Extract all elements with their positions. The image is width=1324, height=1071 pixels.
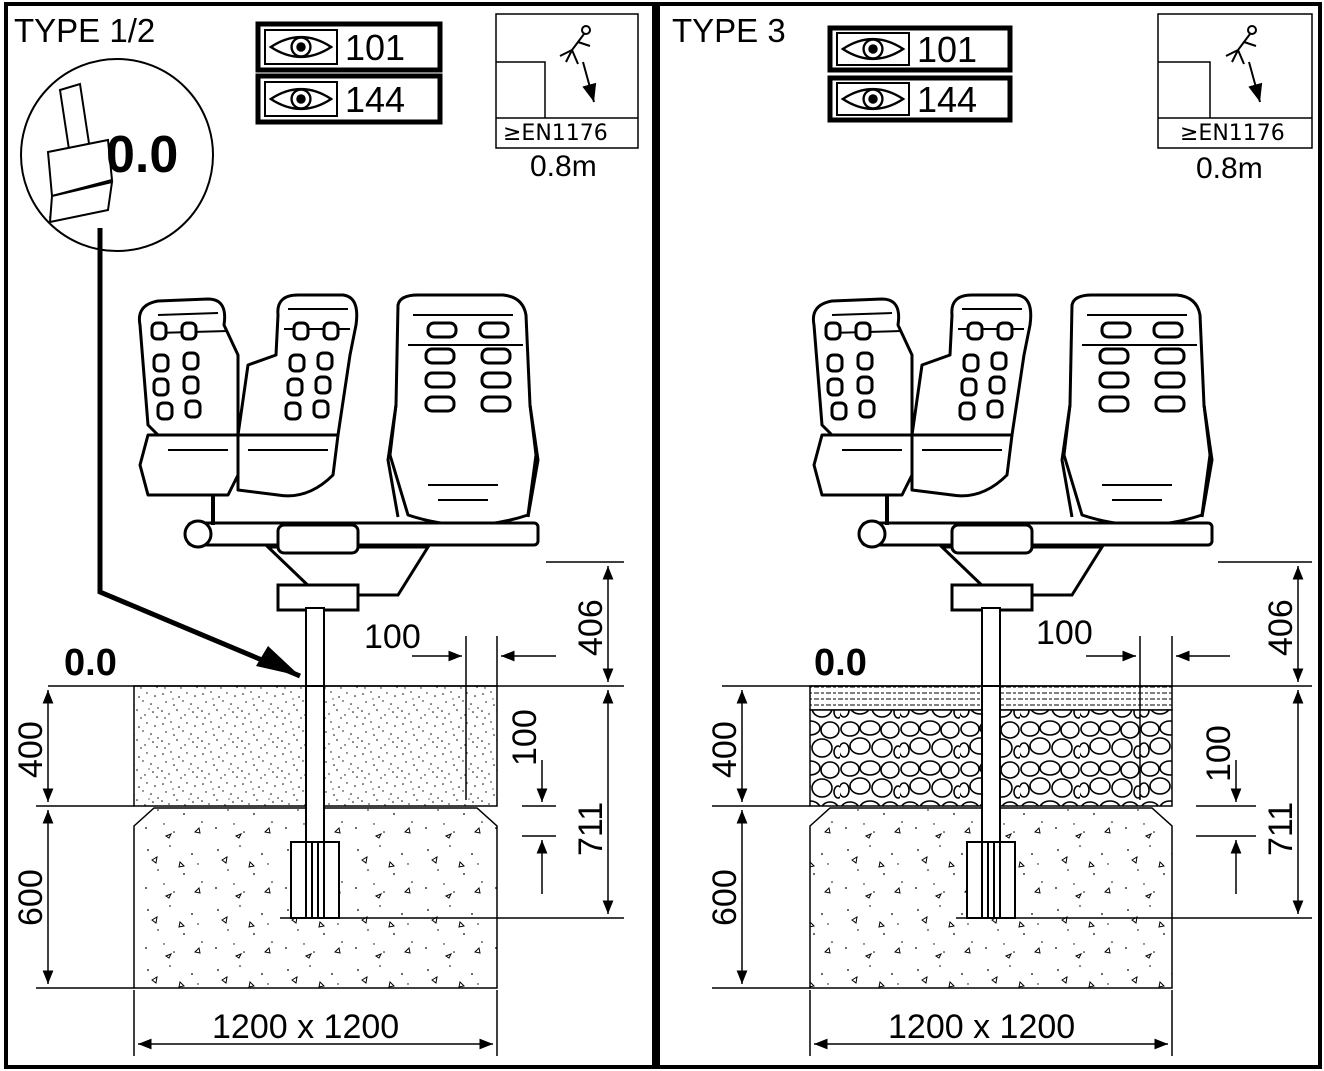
seat-unit [811,293,1214,612]
fall-standard: ≥EN1176 [503,121,608,146]
dim-footing-size: 1200 x 1200 [888,1008,1075,1046]
fall-height: 0.8m [1196,152,1263,185]
dim-surface-depth: 400 [706,721,744,778]
dim-post-depth-top: 100 [1200,725,1238,782]
panel-type-1-2: TYPE 1/2 101 144 ≥EN1176 0.8m [12,12,639,1056]
brush-badge: 0.0 [20,58,214,252]
view-code-box: 101 [827,25,1013,73]
view-code-box: 144 [827,75,1013,123]
dim-surface-depth: 400 [12,721,50,778]
type-label: TYPE 3 [672,12,786,49]
falling-person-icon [559,25,597,103]
level-label: 0.0 [64,642,117,684]
view-code-box: 144 [255,73,443,125]
seat-unit [137,293,540,612]
falling-person-icon [1225,25,1263,103]
fall-height: 0.8m [530,150,597,183]
view-code: 101 [917,29,977,70]
dim-offset: 100 [364,618,421,656]
dim-height-above: 406 [1262,599,1300,656]
dim-concrete-depth: 600 [12,869,50,926]
dim-post-depth-top: 100 [506,709,544,766]
view-code-box: 101 [255,21,443,73]
left-panel-frame [4,2,656,1069]
anchor [290,841,340,919]
right-panel-frame [656,2,1322,1069]
dim-concrete-depth: 600 [706,869,744,926]
brush-icon [46,82,114,224]
view-code: 144 [345,79,405,120]
dim-total-depth: 711 [1262,802,1300,856]
view-code: 144 [917,79,977,120]
anchor [966,841,1016,919]
fall-height-box: ≥EN1176 0.8m [1157,13,1313,185]
dim-height-above: 406 [572,599,610,656]
panel-type-3: TYPE 3 101 144 ≥EN1176 0.8m [672,12,1313,1056]
type-label: TYPE 1/2 [14,12,155,49]
leader-arrowhead [256,646,300,676]
dim-total-depth: 711 [572,802,610,856]
fall-standard: ≥EN1176 [1180,121,1285,146]
brush-level: 0.0 [106,126,178,184]
view-code: 101 [345,27,405,68]
leader-line [97,228,301,679]
fall-height-box: ≥EN1176 0.8m [495,13,639,183]
dim-offset: 100 [1036,614,1093,652]
dim-footing-size: 1200 x 1200 [212,1008,399,1046]
level-label: 0.0 [814,642,867,684]
